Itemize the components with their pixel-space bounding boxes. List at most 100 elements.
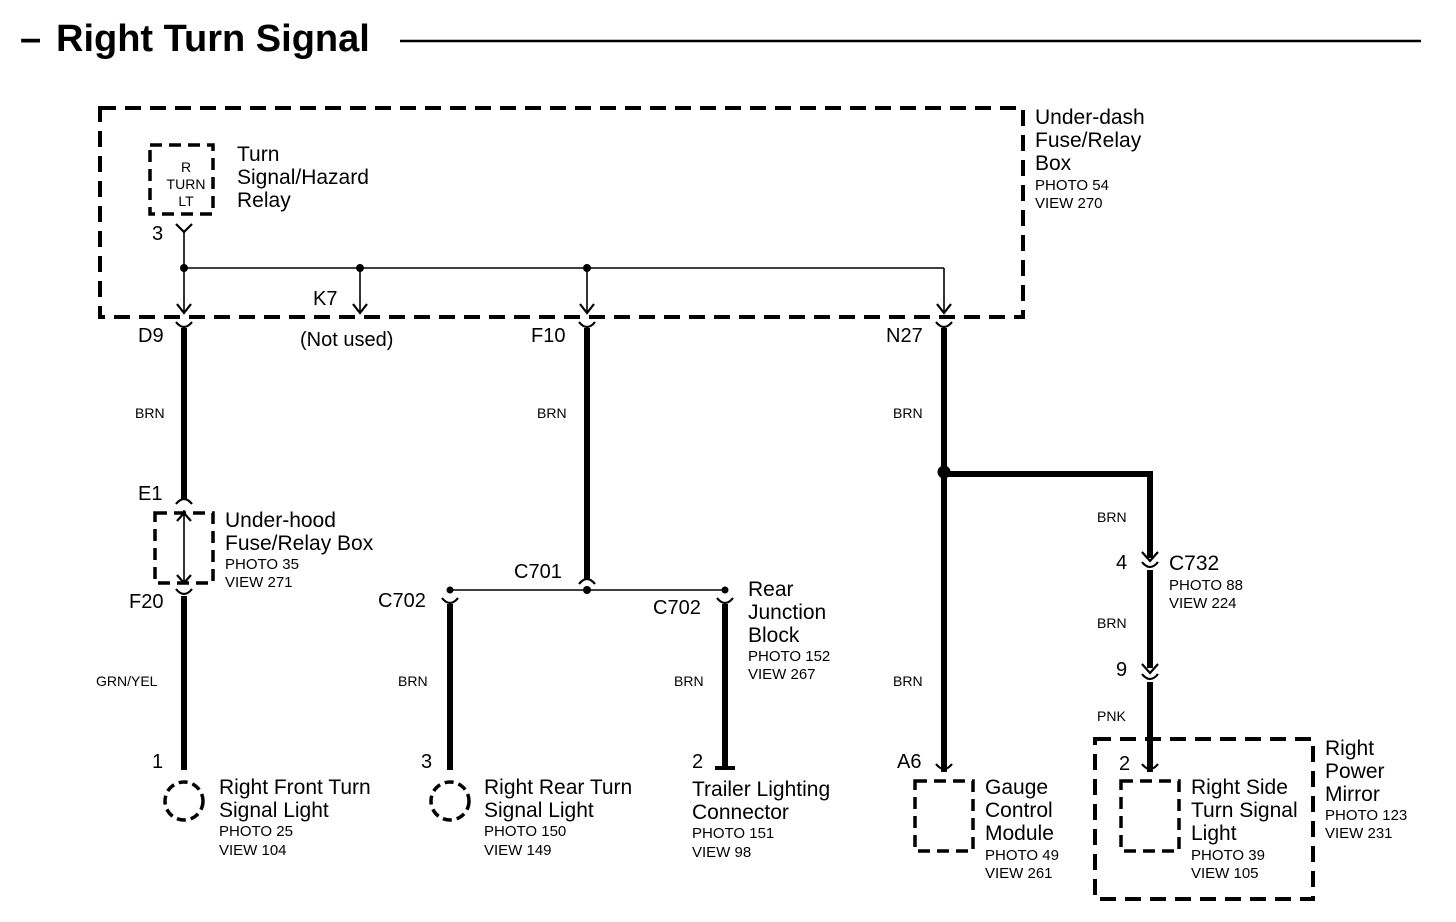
connector-c701 <box>578 577 596 585</box>
rear-junction-node-right <box>721 586 729 594</box>
underdash-name-line3: Box <box>1035 152 1072 175</box>
relay-name-line3: Relay <box>237 189 291 212</box>
gauge-module-outline <box>913 779 975 853</box>
trailer-view: VIEW 98 <box>692 844 751 861</box>
terminal-k7: K7 <box>313 288 337 310</box>
wire-label-f20-front: GRN/YEL <box>96 673 158 689</box>
side-light-view: VIEW 105 <box>1191 865 1259 882</box>
arrow-n27 <box>936 303 952 315</box>
underdash-view: VIEW 270 <box>1035 195 1103 212</box>
gauge-name-line3: Module <box>985 822 1054 845</box>
diagram-title: – Right Turn Signal <box>20 18 1421 60</box>
connector-c732-cup <box>1141 561 1159 569</box>
side-light-name-line3: Light <box>1191 822 1237 845</box>
relay-inner-r: R <box>181 159 191 175</box>
side-light-name-line2: Turn Signal <box>1191 799 1298 822</box>
rear-junction-name-line2: Junction <box>748 601 826 624</box>
mirror-photo: PHOTO 123 <box>1325 807 1407 824</box>
internal-bus: K7 (Not used) <box>176 232 952 351</box>
connector-c732-9-arrow <box>1141 663 1159 675</box>
underhood-name-line1: Under-hood <box>225 509 336 532</box>
connector-a6 <box>935 763 953 771</box>
terminal-c732-9: 9 <box>1116 659 1127 681</box>
relay-outline <box>148 143 215 216</box>
rear-junction-name-line3: Block <box>748 624 800 647</box>
connector-c702-left <box>441 597 459 605</box>
relay-name-line1: Turn <box>237 143 279 166</box>
relay-pin-label: 3 <box>152 223 163 245</box>
rear-junction-photo: PHOTO 152 <box>748 648 830 665</box>
rear-light-view: VIEW 149 <box>484 842 552 859</box>
c732-name: C732 <box>1169 552 1219 575</box>
mirror-name-line3: Mirror <box>1325 783 1380 806</box>
connector-e1 <box>175 497 193 505</box>
wire-label-c732-between: BRN <box>1097 615 1127 631</box>
arrow-f10 <box>579 303 595 315</box>
wire-label-c702-rear: BRN <box>398 673 428 689</box>
rear-light-bulb-icon <box>429 780 471 822</box>
side-light-pin: 2 <box>1119 753 1130 775</box>
terminal-c732-4: 4 <box>1116 552 1127 574</box>
wire-label-c732-side: PNK <box>1097 708 1126 724</box>
page-title: Right Turn Signal <box>56 18 370 60</box>
terminal-cup-f10 <box>578 321 596 329</box>
side-light-name-line1: Right Side <box>1191 776 1288 799</box>
terminal-f20: F20 <box>129 591 163 613</box>
gauge-name-line2: Control <box>985 799 1053 822</box>
circuit-side: BRN BRN A6 Gauge Control Module PHOTO 49… <box>893 328 1407 901</box>
rear-light-pin: 3 <box>421 751 432 773</box>
bus-splice-2 <box>356 264 364 272</box>
terminal-d9: D9 <box>138 325 164 347</box>
underdash-fuse-relay-box: Under-dash Fuse/Relay Box PHOTO 54 VIEW … <box>98 106 1145 319</box>
underdash-name-line2: Fuse/Relay <box>1035 129 1142 152</box>
rear-junction-view: VIEW 267 <box>748 666 816 683</box>
front-light-name-line2: Signal Light <box>219 799 329 822</box>
wire-label-f10-c701: BRN <box>537 405 567 421</box>
wire-splice-c732 <box>944 471 1153 558</box>
trailer-pin: 2 <box>692 751 703 773</box>
not-used-label: (Not used) <box>300 329 393 351</box>
relay-pin-connector <box>175 223 193 234</box>
terminal-c702-right: C702 <box>653 597 701 619</box>
c732-photo: PHOTO 88 <box>1169 577 1243 594</box>
side-light-outline <box>1119 779 1181 853</box>
arrow-d9 <box>176 303 192 315</box>
connector-c732-arrow <box>1141 551 1159 563</box>
relay-name-line2: Signal/Hazard <box>237 166 369 189</box>
underhood-arrow-up <box>176 511 192 522</box>
rear-junction-node-left <box>446 586 454 594</box>
trailer-name-line1: Trailer Lighting <box>692 778 830 801</box>
rear-light-name-line2: Signal Light <box>484 799 594 822</box>
title-dash: – <box>20 18 41 60</box>
connector-f20 <box>175 588 193 596</box>
c732-view: VIEW 224 <box>1169 595 1237 612</box>
front-light-bulb-icon <box>163 780 205 822</box>
rear-light-name-line1: Right Rear Turn <box>484 776 632 799</box>
connector-c732-9-cup <box>1141 673 1159 681</box>
underhood-name-line2: Fuse/Relay Box <box>225 532 374 555</box>
arrow-k7 <box>352 303 368 315</box>
bus-splice-1 <box>180 264 188 272</box>
terminal-n27: N27 <box>886 325 923 347</box>
trailer-photo: PHOTO 151 <box>692 825 774 842</box>
side-light-photo: PHOTO 39 <box>1191 847 1265 864</box>
connector-c702-right <box>716 597 734 605</box>
bus-splice-3 <box>583 264 591 272</box>
mirror-outline <box>1093 737 1315 901</box>
connector-side-light <box>1141 763 1159 771</box>
underdash-name-line1: Under-dash <box>1035 106 1145 129</box>
gauge-photo: PHOTO 49 <box>985 847 1059 864</box>
rear-junction-name-line1: Rear <box>748 578 794 601</box>
underdash-photo: PHOTO 54 <box>1035 177 1109 194</box>
front-light-view: VIEW 104 <box>219 842 287 859</box>
terminal-c702-left: C702 <box>378 590 426 612</box>
terminal-f10: F10 <box>531 325 565 347</box>
terminal-c701: C701 <box>514 561 562 583</box>
terminal-cup-n27 <box>935 321 953 329</box>
underdash-box-outline <box>98 106 1025 319</box>
trailer-name-line2: Connector <box>692 801 789 824</box>
relay-inner-lt: LT <box>178 193 194 209</box>
wire-label-c702-trailer: BRN <box>674 673 704 689</box>
rear-light-photo: PHOTO 150 <box>484 823 566 840</box>
